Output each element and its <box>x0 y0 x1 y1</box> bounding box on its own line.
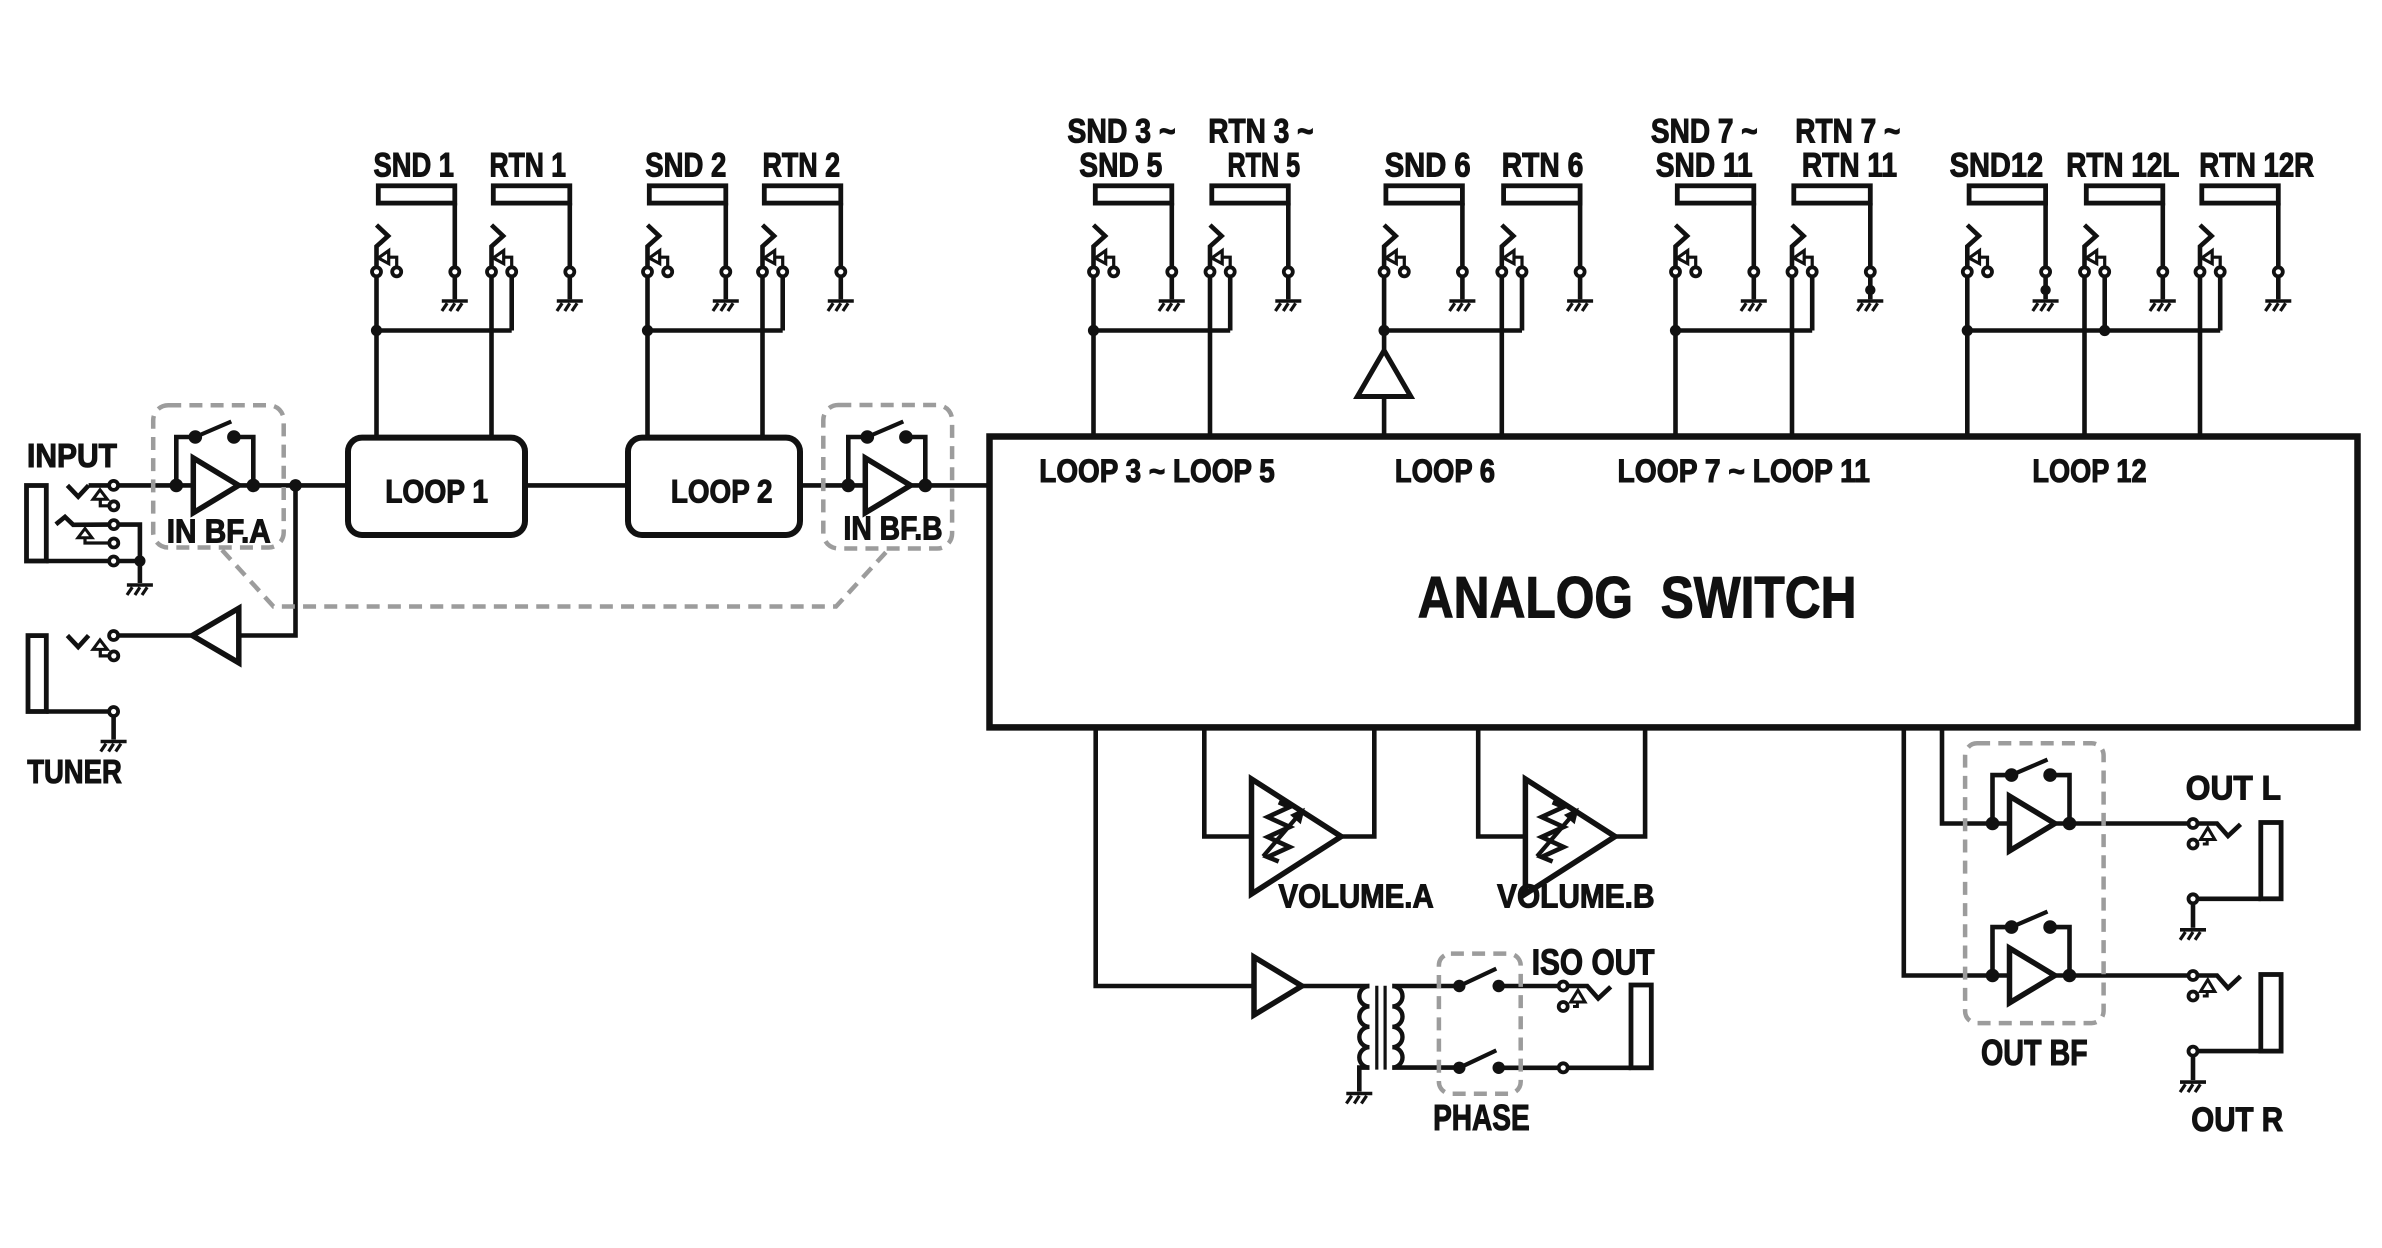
svg-text:PHASE: PHASE <box>1433 1097 1530 1138</box>
svg-text:ANALOG SWITCH: ANALOG SWITCH <box>1418 566 1857 631</box>
svg-text:RTN 7 ~: RTN 7 ~ <box>1795 113 1900 151</box>
svg-text:SND 5: SND 5 <box>1079 147 1162 185</box>
svg-text:SND 3 ~: SND 3 ~ <box>1067 113 1175 151</box>
svg-text:SND 2: SND 2 <box>645 147 726 185</box>
svg-text:OUT R: OUT R <box>2191 1101 2283 1139</box>
svg-text:ISO OUT: ISO OUT <box>1532 942 1655 983</box>
svg-text:OUT L: OUT L <box>2186 770 2281 808</box>
svg-text:VOLUME.A: VOLUME.A <box>1279 877 1434 914</box>
svg-text:LOOP 6: LOOP 6 <box>1395 453 1495 489</box>
svg-text:LOOP 3 ~ LOOP 5: LOOP 3 ~ LOOP 5 <box>1039 453 1275 489</box>
svg-text:RTN 11: RTN 11 <box>1802 147 1897 185</box>
svg-text:IN BF.B: IN BF.B <box>844 509 943 546</box>
svg-text:SND 1: SND 1 <box>374 147 455 185</box>
svg-text:SND12: SND12 <box>1950 147 2044 185</box>
svg-text:RTN 6: RTN 6 <box>1502 147 1584 185</box>
svg-text:SND 11: SND 11 <box>1656 147 1753 185</box>
svg-text:RTN 2: RTN 2 <box>763 147 841 185</box>
svg-text:LOOP 1: LOOP 1 <box>385 474 488 510</box>
svg-text:VOLUME.B: VOLUME.B <box>1497 877 1654 914</box>
svg-text:INPUT: INPUT <box>27 437 117 474</box>
svg-text:SND 6: SND 6 <box>1385 147 1471 185</box>
svg-text:RTN 5: RTN 5 <box>1228 147 1301 185</box>
svg-text:TUNER: TUNER <box>27 753 122 790</box>
svg-text:RTN 1: RTN 1 <box>490 147 567 185</box>
svg-text:LOOP 2: LOOP 2 <box>671 474 773 510</box>
svg-text:OUT BF: OUT BF <box>1981 1032 2088 1073</box>
svg-text:LOOP 12: LOOP 12 <box>2032 453 2146 489</box>
svg-text:SND 7 ~: SND 7 ~ <box>1651 113 1758 151</box>
svg-text:RTN 12R: RTN 12R <box>2199 147 2314 185</box>
svg-text:RTN 3 ~: RTN 3 ~ <box>1208 113 1313 151</box>
svg-text:LOOP 7 ~ LOOP 11: LOOP 7 ~ LOOP 11 <box>1618 453 1871 489</box>
svg-text:IN BF.A: IN BF.A <box>167 513 271 550</box>
svg-text:RTN 12L: RTN 12L <box>2066 147 2179 185</box>
